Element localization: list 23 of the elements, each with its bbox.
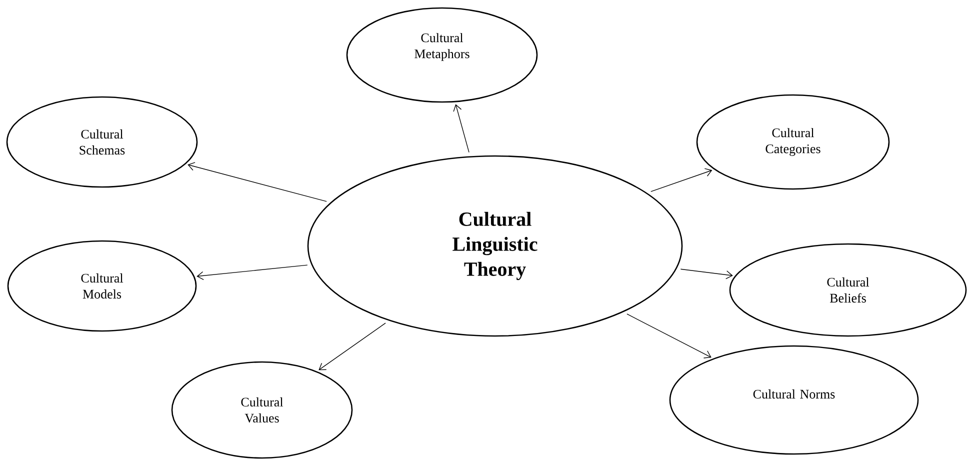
concept-label: Cultural Values [241,397,284,423]
concept-label: Cultural Schemas [80,129,125,155]
arrow [626,314,712,358]
concept-ellipse [696,94,890,190]
central-ellipse [307,155,683,337]
concept-label: Cultural Beliefs [827,277,870,303]
arrow [196,264,308,280]
arrow [650,168,712,192]
concept-ellipse [669,345,919,455]
concept-ellipse [6,96,198,188]
arrow [453,104,470,153]
title-text: Cultural Linguistic Theory [452,212,538,280]
concept-ellipse [346,7,538,103]
concept-label: Cultural Categories [766,128,820,156]
concept-ellipse [729,243,967,337]
concept-ellipse [171,361,353,459]
concept-label: Cultural Models [81,273,124,299]
arrow [680,268,733,280]
concept-ellipse [7,240,197,332]
concept-label: Cultural Metaphors [414,33,470,61]
arrow [318,322,386,370]
arrow [188,162,327,202]
concept-label: Cultural Norms [753,389,835,399]
